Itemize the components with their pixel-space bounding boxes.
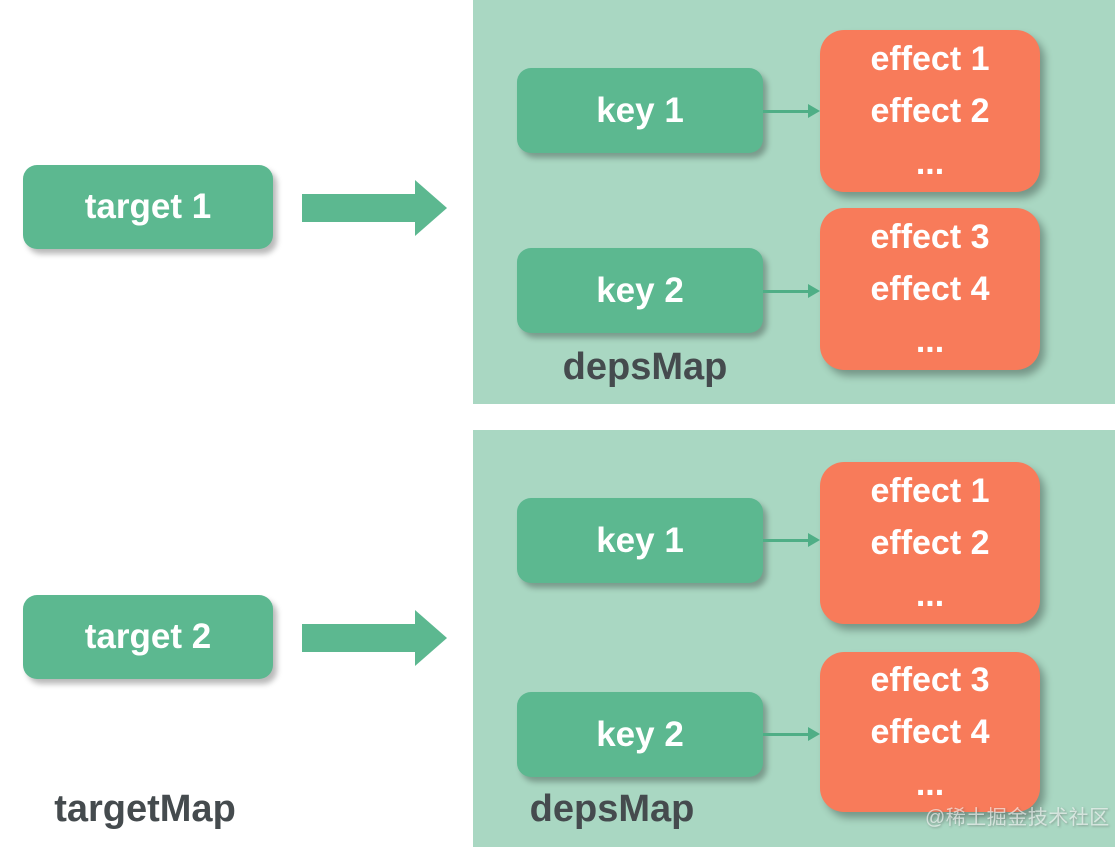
effects-ellipsis: ...	[915, 322, 945, 360]
effect-label: effect 4	[870, 270, 990, 308]
effects-ellipsis: ...	[915, 765, 945, 803]
key-label: key 2	[596, 270, 684, 310]
deps-map-2-effect-set-1-box: effect 1 effect 2 ...	[820, 462, 1040, 624]
deps-map-2-key-2-arrow-right-icon	[763, 726, 820, 742]
arrow-line	[763, 290, 809, 293]
deps-map-2-key-1-box: key 1	[517, 498, 763, 583]
juejin-watermark: @稀土掘金技术社区	[925, 807, 1110, 829]
deps-map-1-container: key 1 effect 1 effect 2 ... key 2 effect…	[473, 0, 1115, 404]
target-1-box: target 1	[23, 165, 273, 249]
effect-label: effect 4	[870, 713, 990, 751]
arrow-head	[808, 533, 820, 547]
deps-map-1-key-1-box: key 1	[517, 68, 763, 153]
arrow-line	[763, 539, 809, 542]
target-2-arrow-right-icon	[302, 610, 447, 666]
target-2-box: target 2	[23, 595, 273, 679]
arrow-shaft	[302, 624, 416, 652]
deps-map-2-key-2-box: key 2	[517, 692, 763, 777]
effect-label: effect 2	[870, 92, 990, 130]
arrow-line	[763, 110, 809, 113]
deps-map-1-effect-set-1-box: effect 1 effect 2 ...	[820, 30, 1040, 192]
deps-map-2-label: depsMap	[529, 788, 695, 830]
key-label: key 1	[596, 90, 684, 130]
arrow-head	[808, 284, 820, 298]
deps-map-1-label: depsMap	[562, 346, 728, 388]
target-1-arrow-right-icon	[302, 180, 447, 236]
effect-label: effect 2	[870, 524, 990, 562]
arrow-head	[808, 727, 820, 741]
key-label: key 2	[596, 714, 684, 754]
arrow-head	[808, 104, 820, 118]
effects-ellipsis: ...	[915, 576, 945, 614]
deps-map-1-key-2-arrow-right-icon	[763, 283, 820, 299]
arrow-head	[415, 610, 447, 666]
effect-label: effect 1	[870, 40, 990, 78]
deps-map-1-key-2-box: key 2	[517, 248, 763, 333]
effects-ellipsis: ...	[915, 144, 945, 182]
deps-map-2-container: key 1 effect 1 effect 2 ... key 2 effect…	[473, 430, 1115, 847]
effect-label: effect 3	[870, 218, 990, 256]
deps-map-2-key-1-arrow-right-icon	[763, 532, 820, 548]
deps-map-2-effect-set-2-box: effect 3 effect 4 ...	[820, 652, 1040, 812]
deps-map-1-key-1-arrow-right-icon	[763, 103, 820, 119]
arrow-line	[763, 733, 809, 736]
arrow-head	[415, 180, 447, 236]
target-2-label: target 2	[84, 617, 212, 656]
effect-label: effect 1	[870, 472, 990, 510]
deps-map-1-effect-set-2-box: effect 3 effect 4 ...	[820, 208, 1040, 370]
key-label: key 1	[596, 520, 684, 560]
target-map-label: targetMap	[54, 788, 236, 830]
effect-label: effect 3	[870, 661, 990, 699]
arrow-shaft	[302, 194, 416, 222]
target-1-label: target 1	[84, 187, 212, 226]
